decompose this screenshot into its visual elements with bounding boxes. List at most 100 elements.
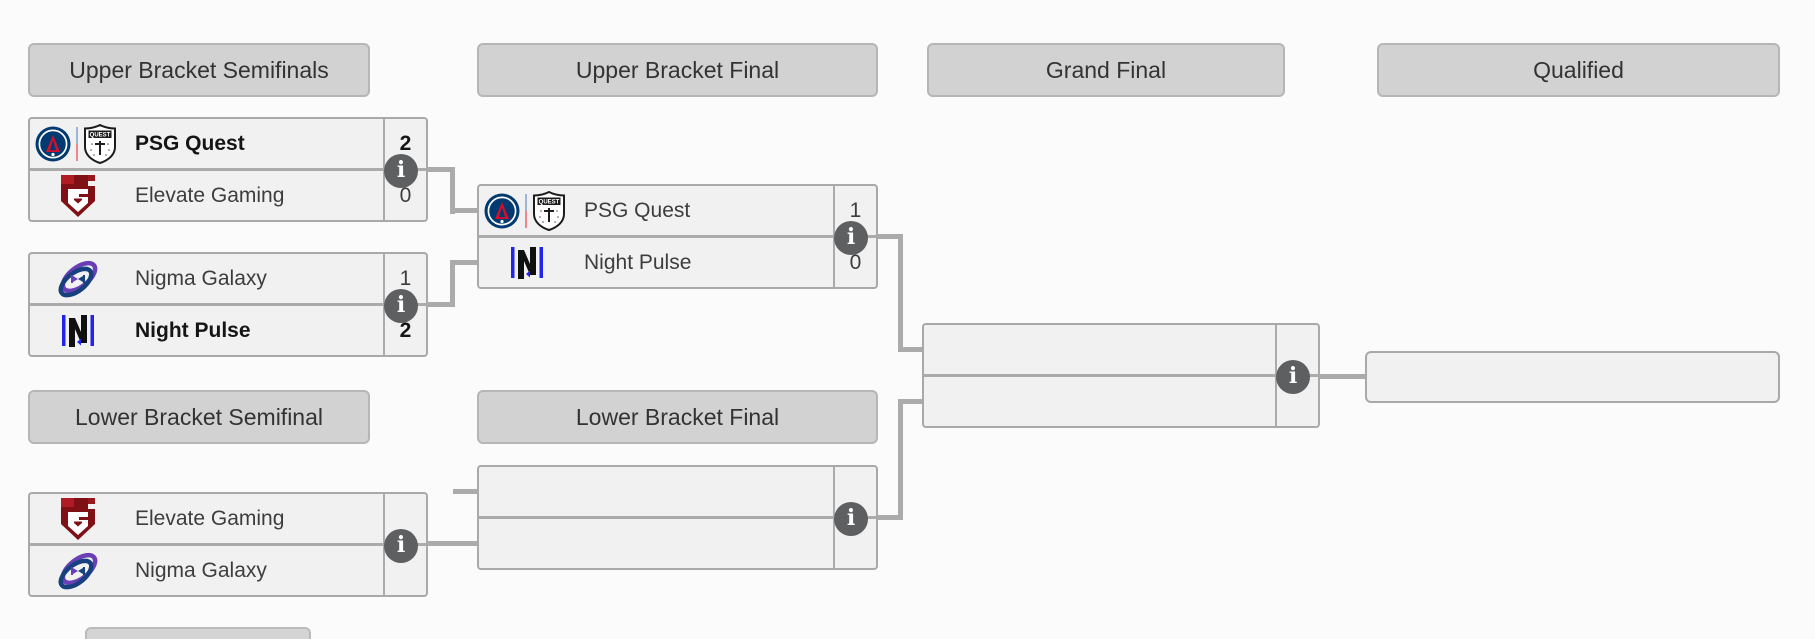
team-row [924, 374, 1318, 426]
connector-line [898, 399, 903, 520]
match-info-icon[interactable]: i [1276, 360, 1310, 394]
team-logos[interactable] [30, 306, 125, 355]
team-row: QUEST PSG Quest 1 [479, 186, 876, 235]
team-score [383, 494, 426, 543]
svg-text:QUEST: QUEST [90, 132, 111, 138]
team-name[interactable]: Nigma Galaxy [135, 266, 267, 290]
round-header-label: Upper Bracket Semifinals [69, 56, 329, 83]
team-score: 1 [383, 254, 426, 303]
team-row: Nigma Galaxy 1 [30, 254, 426, 303]
connector-line [878, 515, 903, 520]
team-logos[interactable]: QUEST [479, 186, 574, 235]
team-name[interactable]: Night Pulse [135, 318, 251, 342]
team-score [833, 467, 876, 516]
team-row: Night Pulse 2 [30, 303, 426, 355]
round-header-qualified: Qualified [1377, 43, 1780, 97]
psg-crest-icon [35, 126, 71, 161]
team-logos[interactable] [479, 238, 574, 287]
team-logos[interactable] [30, 546, 125, 595]
team-name[interactable]: PSG Quest [135, 131, 245, 155]
nigma-galaxy-icon [58, 552, 97, 589]
team-score: 2 [383, 119, 426, 168]
night-pulse-icon [61, 314, 94, 347]
round-header-lower-semifinal: Lower Bracket Semifinal [28, 390, 370, 444]
team-score: 0 [383, 171, 426, 220]
svg-text:QUEST: QUEST [539, 199, 560, 205]
night-pulse-icon [510, 246, 543, 279]
team-logos[interactable] [30, 171, 125, 220]
team-logos [479, 467, 574, 516]
connector-line [898, 399, 922, 404]
round-header-upper-final: Upper Bracket Final [477, 43, 878, 97]
team-row [479, 516, 876, 568]
team-row: Nigma Galaxy [30, 543, 426, 595]
match-upper-semifinal-2: Nigma Galaxy 1 Night Pulse 2 i [28, 252, 428, 357]
team-name[interactable]: Night Pulse [584, 250, 692, 274]
round-header-grand-final: Grand Final [927, 43, 1285, 97]
match-info-icon[interactable]: i [834, 502, 868, 536]
team-row [924, 325, 1318, 374]
round-header-label: Grand Final [1045, 56, 1167, 83]
team-row: QUEST PSG Quest 2 [30, 119, 426, 168]
elevate-gaming-icon [60, 497, 95, 540]
team-name[interactable]: PSG Quest [584, 198, 691, 222]
nigma-galaxy-icon [58, 260, 97, 297]
connector-line [428, 541, 477, 546]
match-upper-final: QUEST PSG Quest 1 Night P [477, 184, 878, 289]
connector-line [453, 489, 477, 494]
team-name[interactable]: Nigma Galaxy [135, 558, 267, 582]
round-header-upper-semifinals: Upper Bracket Semifinals [28, 43, 370, 97]
team-row: Night Pulse 0 [479, 235, 876, 287]
connector-line [428, 302, 455, 307]
connector-line [878, 234, 903, 239]
match-info-icon[interactable]: i [834, 221, 868, 255]
connector-line [450, 167, 455, 214]
connector-line [450, 260, 477, 265]
quest-shield-icon: QUEST [84, 123, 116, 164]
team-name[interactable]: Elevate Gaming [135, 183, 285, 207]
round-header-label: Lower Bracket Final [575, 403, 780, 430]
team-row: Elevate Gaming [30, 494, 426, 543]
connector-line [898, 234, 903, 352]
psg-crest-icon [484, 193, 520, 228]
match-info-icon[interactable]: i [384, 154, 418, 188]
partial-element-bottom [85, 627, 311, 639]
match-lower-semifinal: Elevate Gaming Nigma Galaxy i [28, 492, 428, 597]
match-info-icon[interactable]: i [384, 529, 418, 563]
team-row [1367, 353, 1778, 401]
team-row [479, 467, 876, 516]
round-header-label: Lower Bracket Semifinal [75, 403, 323, 430]
elevate-gaming-icon [60, 174, 95, 217]
team-name[interactable]: Elevate Gaming [135, 506, 285, 530]
team-logos [479, 519, 574, 568]
connector-line [898, 347, 922, 352]
connector-line [450, 208, 477, 213]
connector-line [1320, 374, 1365, 379]
match-info-icon[interactable]: i [384, 289, 418, 323]
connector-line [450, 260, 455, 307]
match-lower-final: i [477, 465, 878, 570]
round-header-lower-final: Lower Bracket Final [477, 390, 878, 444]
team-score [833, 519, 876, 568]
team-logos[interactable] [30, 254, 125, 303]
team-score: 1 [833, 186, 876, 235]
logo-separator [525, 193, 527, 228]
qualified-slot [1365, 351, 1780, 403]
team-logos[interactable]: QUEST [30, 119, 125, 168]
match-grand-final: i [922, 323, 1320, 428]
quest-shield-icon: QUEST [533, 190, 565, 231]
team-logos [924, 377, 1019, 426]
team-score [1275, 325, 1318, 374]
round-header-label: Upper Bracket Final [575, 56, 780, 83]
team-score [1275, 377, 1318, 426]
round-header-label: Qualified [1533, 56, 1624, 83]
team-logos[interactable] [30, 494, 125, 543]
team-score: 2 [383, 306, 426, 355]
team-logos [924, 325, 1019, 374]
match-upper-semifinal-1: QUEST PSG Quest 2 Elevate [28, 117, 428, 222]
logo-separator [76, 126, 78, 161]
team-score [383, 546, 426, 595]
team-score: 0 [833, 238, 876, 287]
team-row: Elevate Gaming 0 [30, 168, 426, 220]
